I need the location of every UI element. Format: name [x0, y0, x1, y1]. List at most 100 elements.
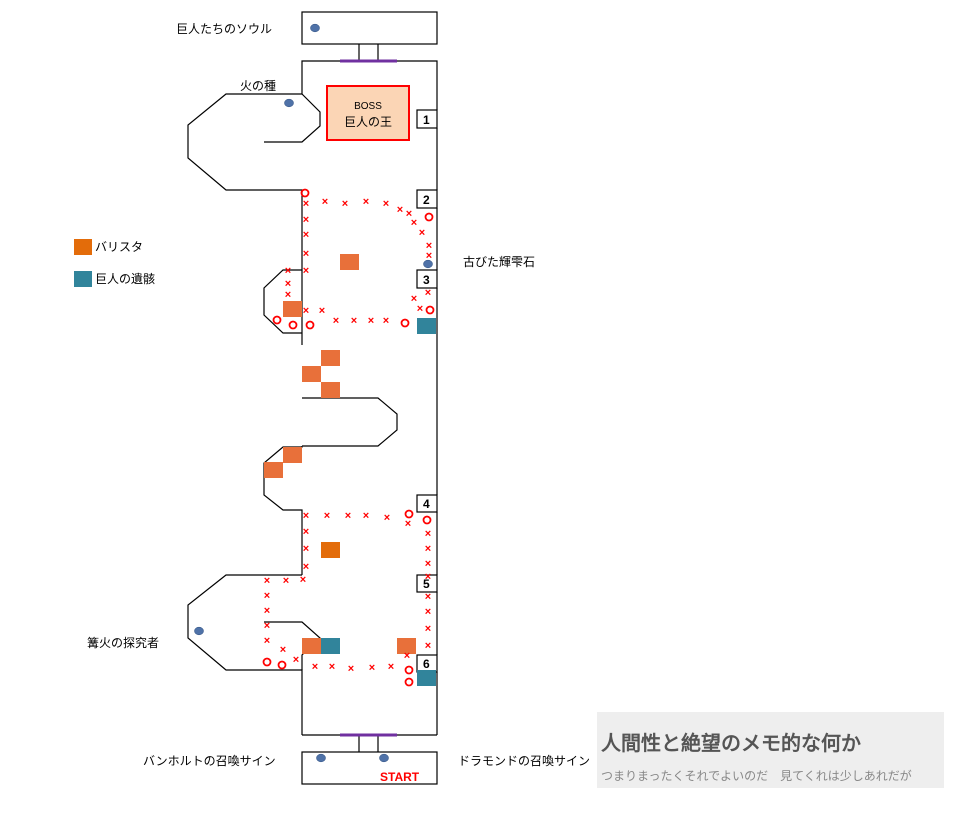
ballista-marker	[302, 638, 321, 654]
enemy-x-mark: ×	[384, 512, 390, 524]
enemy-o-mark	[262, 657, 272, 667]
enemy-x-mark: ×	[303, 561, 309, 573]
item-dot	[194, 626, 204, 636]
enemy-o-mark	[404, 509, 414, 519]
enemy-x-mark: ×	[406, 208, 412, 220]
svg-text:1: 1	[423, 113, 430, 127]
ballista-marker	[340, 254, 359, 270]
enemy-x-mark: ×	[425, 528, 431, 540]
enemy-x-mark: ×	[293, 654, 299, 666]
enemy-x-mark: ×	[303, 526, 309, 538]
item-markers	[194, 23, 433, 763]
enemy-x-mark: ×	[329, 661, 335, 673]
enemy-x-mark: ×	[285, 265, 291, 277]
alcove-wall	[263, 269, 302, 334]
enemy-x-mark: ×	[283, 575, 289, 587]
enemy-x-mark: ×	[419, 227, 425, 239]
enemy-x-mark: ×	[425, 640, 431, 652]
ballista-swatch	[74, 238, 92, 255]
enemy-o-mark	[305, 320, 315, 330]
ballista-marker	[283, 447, 302, 463]
enemy-o-mark	[404, 677, 414, 687]
boss-tag: BOSS	[354, 101, 382, 112]
legend-giant-corpse: 巨人の遺骸	[74, 270, 155, 287]
blog-title[interactable]: 人間性と絶望のメモ的な何か	[601, 731, 861, 755]
label-ember: 火の種	[240, 79, 276, 93]
ballista-marker	[302, 366, 321, 382]
ballista-marker	[264, 462, 283, 478]
enemy-x-mark: ×	[368, 315, 374, 327]
blog-subtitle: つまりまったくそれでよいのだ 見てくれは少しあれだが	[601, 769, 912, 783]
enemy-x-mark: ×	[324, 510, 330, 522]
enemy-x-mark: ×	[303, 198, 309, 210]
giant-corpse-marker	[321, 638, 340, 654]
checkpoint-3: 3	[416, 269, 438, 289]
enemy-x-mark: ×	[425, 623, 431, 635]
wall	[301, 60, 340, 94]
enemy-x-mark: ×	[405, 518, 411, 530]
enemy-x-mark: ×	[426, 240, 432, 252]
boss-box: BOSS 巨人の王	[326, 85, 410, 141]
enemy-x-mark: ×	[285, 278, 291, 290]
enemy-o-mark	[272, 315, 282, 325]
blog-banner[interactable]: 人間性と絶望のメモ的な何か つまりまったくそれでよいのだ 見てくれは少しあれだが	[597, 712, 944, 788]
enemy-x-mark: ×	[303, 305, 309, 317]
start-label: START	[380, 770, 420, 784]
label-drummond-sign: ドラモンドの召喚サイン	[458, 754, 590, 768]
enemy-x-mark: ×	[264, 635, 270, 647]
enemy-x-mark: ×	[411, 217, 417, 229]
enemy-x-mark: ×	[303, 229, 309, 241]
enemy-x-mark: ×	[425, 558, 431, 570]
wall	[397, 60, 438, 110]
enemy-x-mark: ×	[417, 303, 423, 315]
enemy-x-mark: ×	[425, 571, 431, 583]
enemy-x-mark: ×	[425, 543, 431, 555]
giant-corpse-marker	[417, 670, 436, 686]
ballista-marker	[397, 638, 416, 654]
enemy-x-mark: ×	[397, 204, 403, 216]
enemy-x-mark: ×	[363, 510, 369, 522]
ember-room-inner-wall	[264, 93, 321, 143]
enemy-x-mark: ×	[363, 196, 369, 208]
item-dot	[310, 23, 320, 33]
enemy-x-mark: ×	[369, 662, 375, 674]
boss-name: 巨人の王	[344, 115, 392, 129]
enemy-x-mark: ×	[264, 605, 270, 617]
enemy-x-mark: ×	[303, 248, 309, 260]
enemy-x-mark: ×	[348, 663, 354, 675]
enemy-x-mark: ×	[404, 650, 410, 662]
start-room	[301, 751, 438, 785]
legend-label: 巨人の遺骸	[95, 272, 156, 286]
giant-souls-room	[301, 11, 438, 45]
svg-text:2: 2	[423, 193, 430, 207]
enemy-x-mark: ×	[426, 250, 432, 262]
label-bonfire-searcher: 篝火の探究者	[87, 635, 159, 650]
enemy-x-mark: ×	[425, 606, 431, 618]
checkpoint-4: 4	[416, 494, 438, 513]
enemy-markers: ××××××××××××××××××××××××××××××××××××××××…	[262, 188, 435, 687]
enemy-x-mark: ×	[351, 315, 357, 327]
enemy-o-mark	[300, 188, 310, 198]
label-giant-souls: 巨人たちのソウル	[176, 22, 272, 36]
item-dot	[284, 98, 294, 108]
enemy-x-mark: ×	[425, 591, 431, 603]
item-dot	[423, 259, 433, 269]
enemy-x-mark: ×	[303, 543, 309, 555]
checkpoint-1: 1	[416, 109, 438, 129]
enemy-x-mark: ×	[333, 315, 339, 327]
enemy-x-mark: ×	[303, 510, 309, 522]
enemy-x-mark: ×	[303, 265, 309, 277]
ballista-marker	[321, 542, 340, 558]
enemy-o-mark	[425, 305, 435, 315]
checkpoint-5: 5	[416, 574, 438, 593]
enemy-x-mark: ×	[425, 287, 431, 299]
enemy-x-mark: ×	[300, 574, 306, 586]
svg-text:6: 6	[423, 657, 430, 671]
enemy-x-mark: ×	[285, 289, 291, 301]
checkpoint-2: 2	[416, 189, 438, 209]
giant-corpse-marker	[417, 318, 436, 334]
legend-label: バリスタ	[95, 240, 144, 254]
enemy-x-mark: ×	[280, 644, 286, 656]
enemy-o-mark	[400, 318, 410, 328]
